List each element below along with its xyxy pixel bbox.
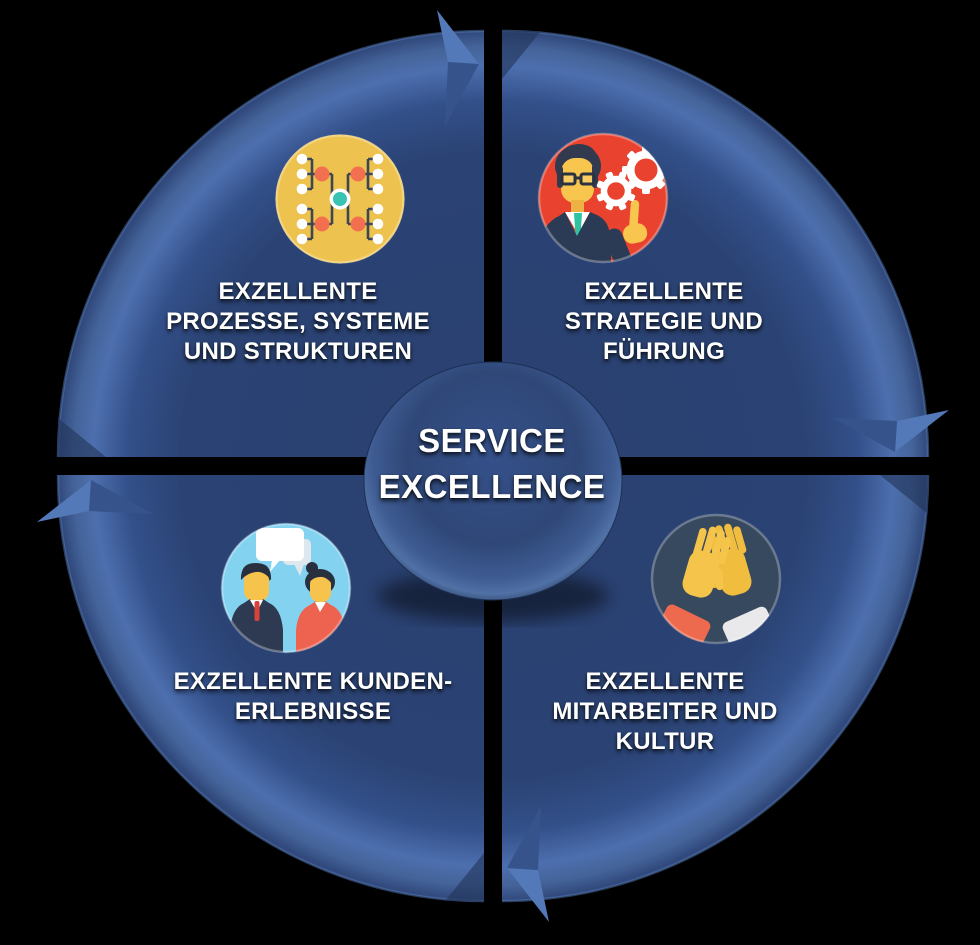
label-line: FÜHRUNG (602, 338, 726, 365)
leader-with-gears-icon (537, 132, 669, 264)
label-line: PROZESSE, SYSTEME (166, 308, 430, 335)
label-line: ERLEBNISSE (234, 698, 392, 725)
center-circle (363, 361, 623, 601)
label-line: STRATEGIE UND (564, 308, 764, 335)
customer-dialog-icon (220, 522, 352, 654)
label-line: UND STRUKTUREN (183, 338, 413, 365)
label-line: KULTUR (615, 728, 715, 755)
center-title-line: EXCELLENCE (378, 468, 606, 505)
process-flowchart-icon (275, 134, 405, 264)
gear-icon (596, 171, 636, 211)
right-sleeve (722, 606, 779, 644)
label-mitarbeiter: EXZELLENTE MITARBEITER UND KULTUR (552, 667, 777, 757)
speech-bubble-icon (256, 528, 311, 576)
label-line: EXZELLENTE (585, 668, 745, 695)
label-line: EXZELLENTE (584, 278, 744, 305)
label-line: EXZELLENTE KUNDEN- (173, 668, 453, 695)
label-line: MITARBEITER UND (552, 698, 778, 725)
label-line: EXZELLENTE (218, 278, 378, 305)
label-prozesse: EXZELLENTE PROZESSE, SYSTEME UND STRUKTU… (166, 277, 430, 367)
high-five-hands-icon (650, 513, 782, 645)
label-strategie: EXZELLENTE STRATEGIE UND FÜHRUNG (565, 277, 763, 367)
left-sleeve (653, 604, 711, 644)
label-kunden: EXZELLENTE KUNDEN- ERLEBNISSE (174, 667, 453, 727)
center-title-line: SERVICE (418, 422, 566, 459)
left-hand (682, 526, 732, 598)
center-title: SERVICE EXCELLENCE (379, 418, 606, 510)
